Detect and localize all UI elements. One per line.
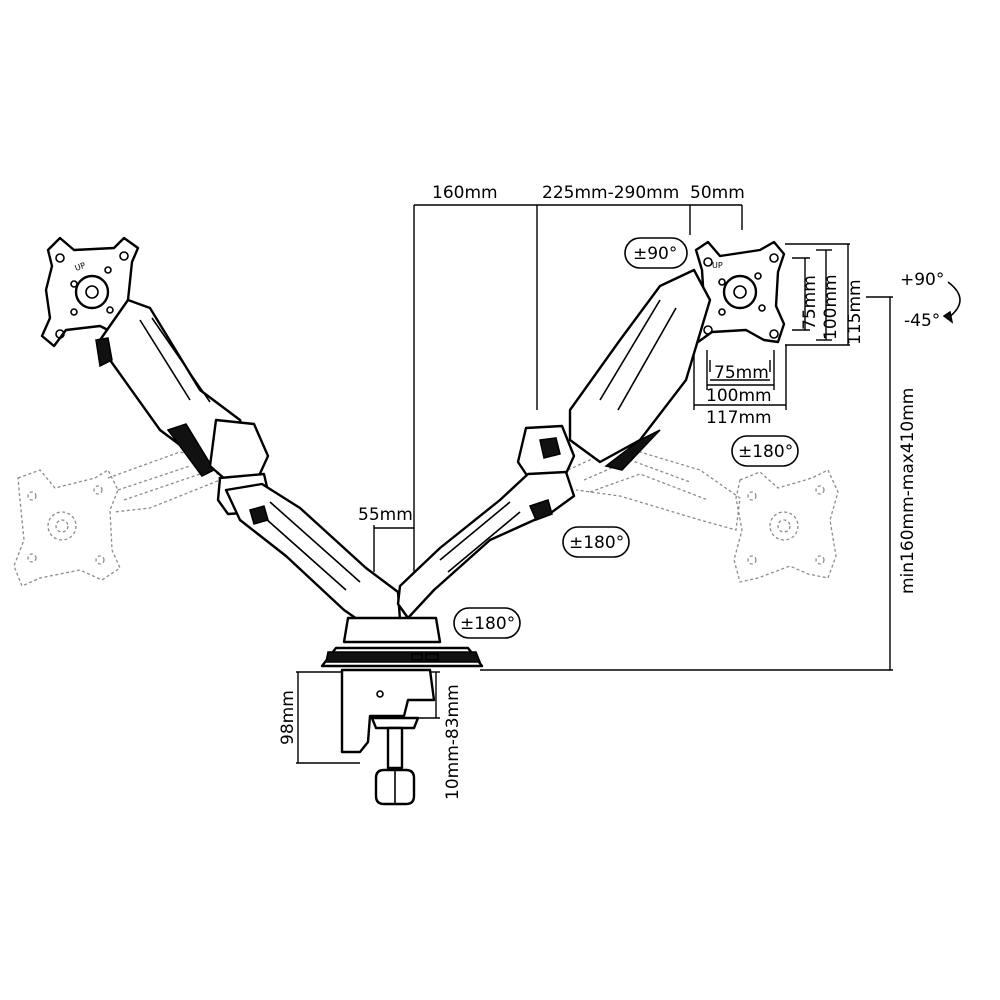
right-upper-arm xyxy=(568,268,712,471)
left-plate-up-mark: UP xyxy=(74,261,87,273)
label-plate-offset: 50mm xyxy=(690,183,745,203)
label-arm-offset: 160mm xyxy=(432,183,498,203)
svg-text:±180°: ±180° xyxy=(460,614,515,634)
dimension-lines xyxy=(296,204,893,764)
svg-text:±180°: ±180° xyxy=(738,442,793,462)
label-pole-width: 55mm xyxy=(358,505,413,525)
label-tilt-up: +90° xyxy=(900,270,944,290)
label-vesa-large-h: 100mm xyxy=(821,274,841,340)
ghost-right-monitor xyxy=(733,469,839,583)
label-vesa-small-h: 75mm xyxy=(800,275,820,330)
ghost-left-monitor xyxy=(13,469,121,587)
svg-text:±180°: ±180° xyxy=(569,533,624,553)
label-vesa-large-w: 100mm xyxy=(706,386,772,406)
label-plate-width: 117mm xyxy=(706,408,772,428)
label-vesa-small-w: 75mm xyxy=(714,363,769,383)
svg-text:±90°: ±90° xyxy=(633,244,677,264)
label-tilt-down: -45° xyxy=(904,311,940,331)
badge-head-rotation: ±90° xyxy=(624,237,688,269)
badge-head-swivel: ±180° xyxy=(731,435,799,467)
right-lower-arm xyxy=(396,470,576,620)
badge-arm-swivel: ±180° xyxy=(562,526,630,558)
ghost-left-arm xyxy=(107,451,221,513)
right-arm-joint xyxy=(516,424,576,482)
label-desk-thickness: 10mm-83mm xyxy=(443,684,463,800)
pole-base xyxy=(320,616,484,668)
tilt-arrow-icon xyxy=(947,281,961,319)
right-plate-up-mark: UP xyxy=(712,261,723,270)
label-clamp-height: 98mm xyxy=(278,690,298,745)
label-arm-length: 225mm-290mm xyxy=(542,183,679,203)
label-plate-height: 115mm xyxy=(845,279,865,345)
desk-clamp xyxy=(340,668,436,806)
badge-base-swivel: ±180° xyxy=(453,607,521,639)
label-height-range: min160mm-max410mm xyxy=(898,388,918,594)
tilt-arrow-head-icon xyxy=(942,310,954,324)
right-vesa-plate: UP xyxy=(692,240,786,344)
